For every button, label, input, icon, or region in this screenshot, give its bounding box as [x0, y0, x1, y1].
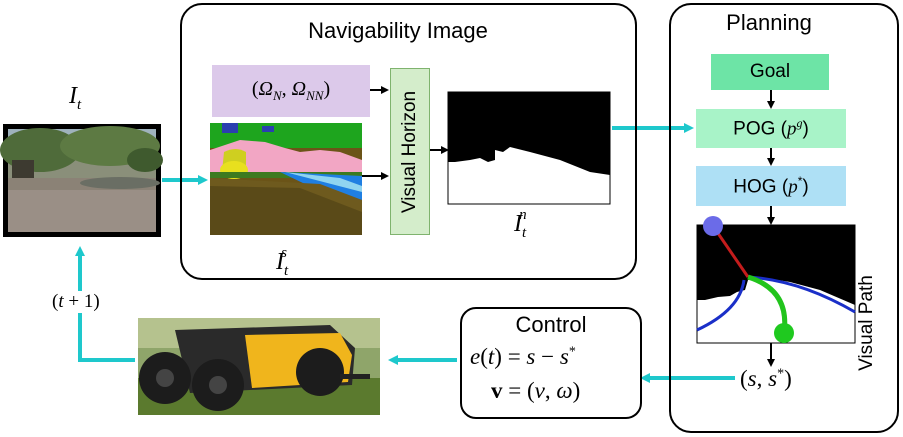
control-box	[460, 307, 642, 419]
goal-box: Goal	[711, 54, 829, 90]
s-pair-label: (s, s*)	[740, 366, 792, 391]
control-equation-error: e(t) = s − s*	[470, 344, 576, 369]
planning-box-title: Planning	[726, 10, 812, 35]
hog-box: HOG (p*)	[696, 166, 846, 206]
start-point-icon	[703, 216, 723, 236]
visual-path-blue-right	[747, 275, 856, 314]
pog-box: POG (pg)	[696, 109, 846, 148]
navigability-image-box	[180, 3, 637, 280]
planning-box	[669, 3, 899, 433]
time-step-label: (t + 1)	[50, 291, 102, 313]
omega-text: (ΩN, ΩNN)	[251, 78, 331, 103]
visual-path-red	[711, 225, 750, 278]
goal-label: Goal	[749, 61, 791, 82]
control-box-title: Control	[515, 312, 587, 337]
arrow-robot-feedback	[75, 246, 135, 362]
target-point-icon	[774, 323, 794, 343]
control-equation-velocity: v = (v, ω)	[491, 378, 581, 403]
input-image-label: It	[69, 83, 82, 113]
pog-label: POG (pg)	[733, 116, 809, 140]
visual-horizon-box	[390, 68, 430, 235]
segmented-image-label: Its	[276, 245, 289, 279]
navigability-output-label: Itn	[514, 207, 527, 241]
omega-box: (ΩN, ΩNN)	[212, 65, 370, 117]
nav-box-title: Navigability Image	[308, 18, 488, 43]
visual-path-blue-left	[696, 279, 746, 332]
hog-label: HOG (p*)	[733, 173, 809, 198]
